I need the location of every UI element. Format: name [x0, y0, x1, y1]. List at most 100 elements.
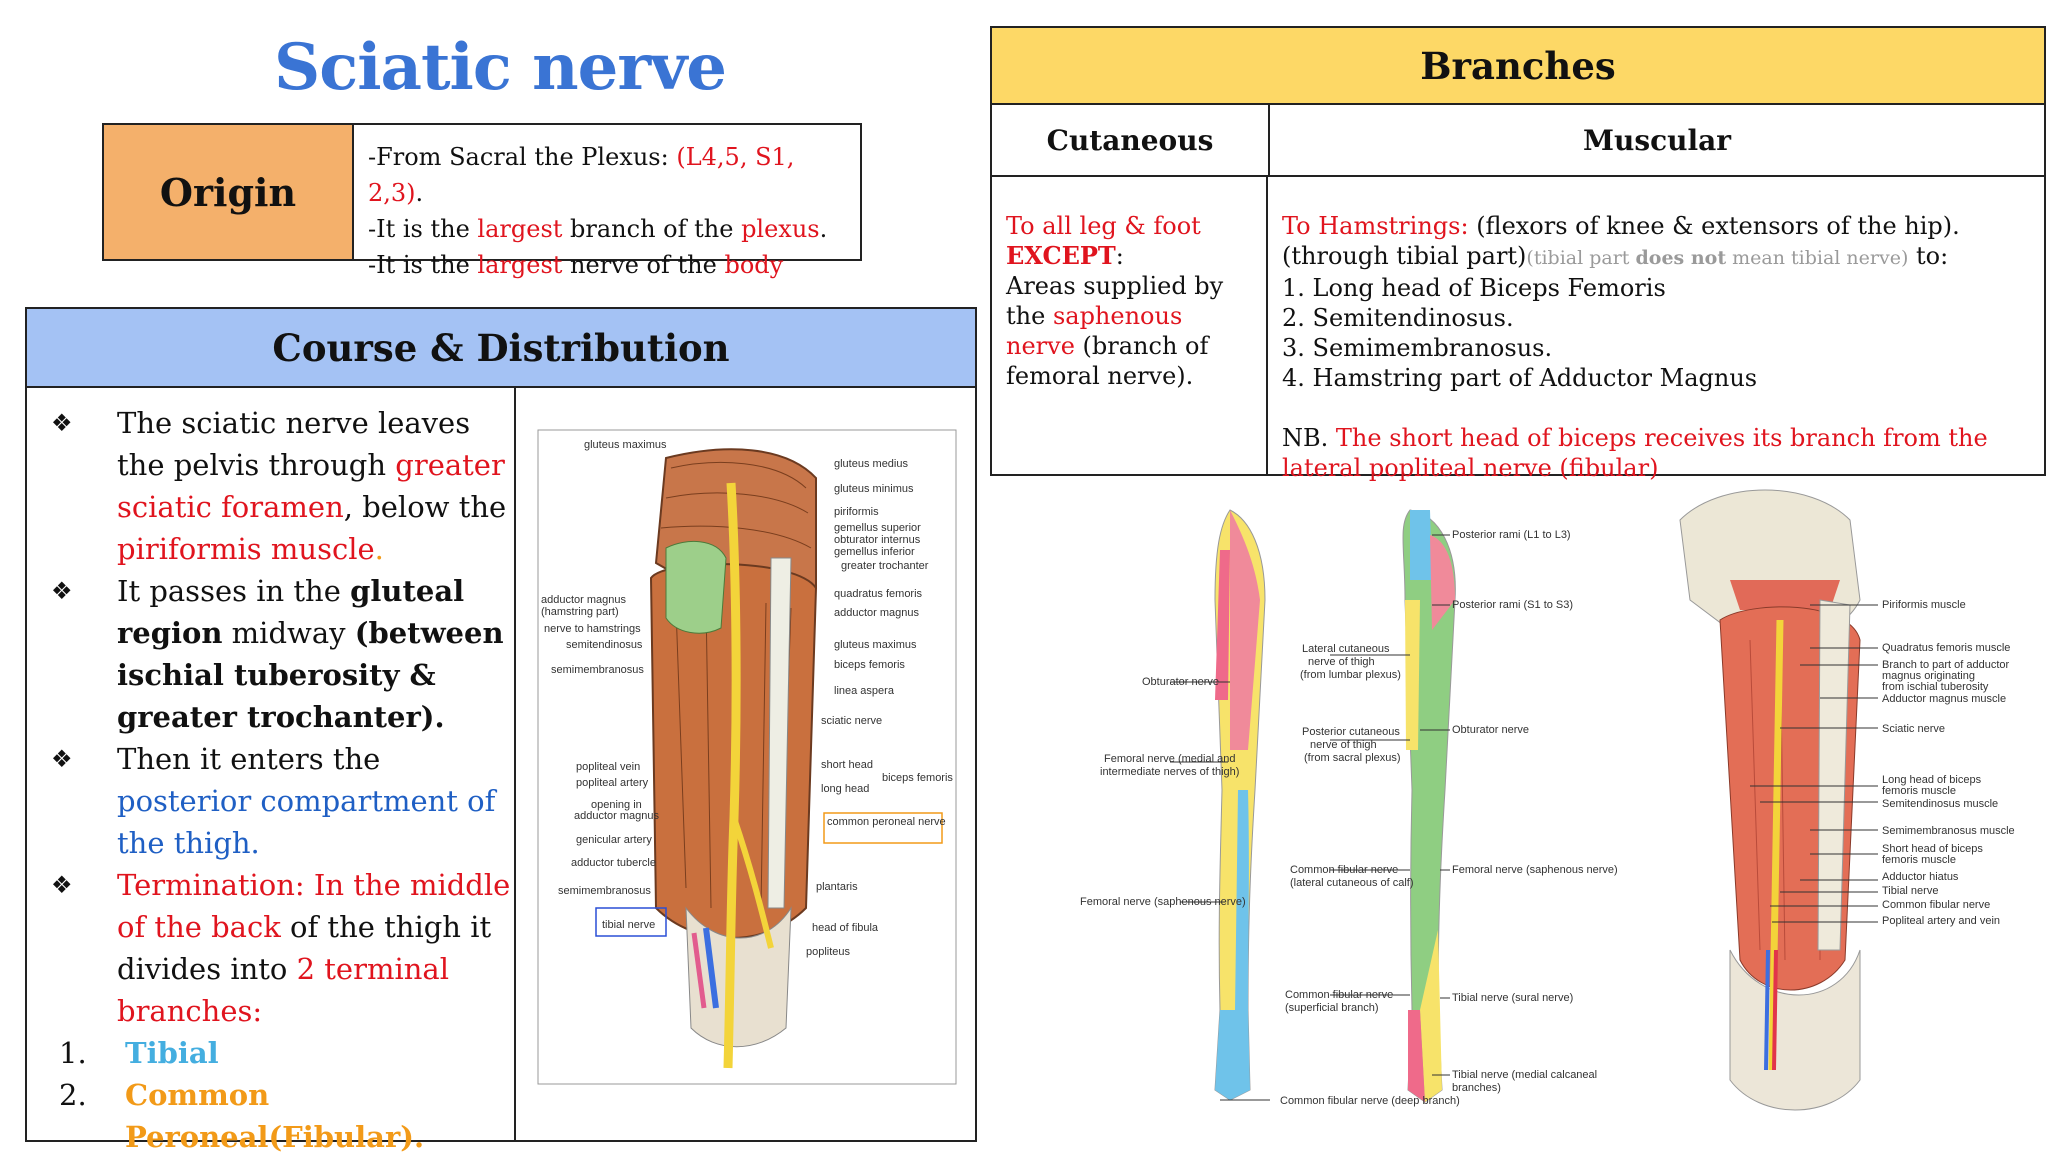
svg-text:(from sacral plexus): (from sacral plexus)	[1304, 752, 1401, 764]
branches-heading: Branches	[992, 28, 2044, 105]
svg-text:Femoral nerve (saphenous nerve: Femoral nerve (saphenous nerve)	[1080, 896, 1246, 908]
cutaneous-cell: To all leg & foot EXCEPT: Areas supplied…	[992, 177, 1268, 474]
svg-text:Common fibular nerve: Common fibular nerve	[1882, 899, 1990, 911]
svg-text:semimembranosus: semimembranosus	[551, 664, 644, 676]
svg-text:head of fibula: head of fibula	[812, 922, 879, 934]
diamond-bullet-icon: ❖	[51, 577, 73, 605]
svg-text:Popliteal artery and vein: Popliteal artery and vein	[1882, 915, 2000, 927]
terminal-branch-1: 1.Tibial	[59, 1036, 219, 1070]
svg-text:Femoral nerve (medial and: Femoral nerve (medial and	[1104, 753, 1235, 765]
svg-text:nerve to hamstrings: nerve to hamstrings	[544, 623, 641, 635]
svg-text:(lateral cutaneous of calf): (lateral cutaneous of calf)	[1290, 877, 1414, 889]
svg-text:popliteal artery: popliteal artery	[576, 777, 649, 789]
posterior-thigh-illustration: gluteus maximus adductor magnus (hamstri…	[537, 429, 957, 1085]
svg-text:quadratus femoris: quadratus femoris	[834, 588, 923, 600]
svg-text:Semimembranosus muscle: Semimembranosus muscle	[1882, 825, 2015, 837]
svg-text:gemellus inferior: gemellus inferior	[834, 546, 915, 558]
svg-text:(hamstring part): (hamstring part)	[541, 606, 619, 618]
svg-text:Obturator nerve: Obturator nerve	[1452, 724, 1529, 736]
diamond-bullet-icon: ❖	[51, 871, 73, 899]
origin-line-3: -It is the largest nerve of the body	[368, 251, 784, 279]
course-text-column: ❖ The sciatic nerve leaves the pelvis th…	[27, 388, 516, 1154]
svg-text:Long head of biceps: Long head of biceps	[1882, 774, 1982, 786]
origin-text: -From Sacral the Plexus: (L4,5, S1, 2,3)…	[354, 125, 860, 279]
course-figure-column: gluteus maximus adductor magnus (hamstri…	[516, 388, 975, 1140]
svg-text:greater trochanter: greater trochanter	[841, 560, 929, 572]
svg-text:Piriformis muscle: Piriformis muscle	[1882, 599, 1966, 611]
cutaneous-header: Cutaneous	[992, 105, 1270, 175]
svg-text:Common fibular nerve (deep bra: Common fibular nerve (deep branch)	[1280, 1095, 1460, 1107]
svg-text:adductor magnus: adductor magnus	[574, 810, 659, 822]
svg-text:magnus originating: magnus originating	[1882, 670, 1975, 682]
svg-text:intermediate nerves of thigh): intermediate nerves of thigh)	[1100, 766, 1239, 778]
svg-text:popliteal vein: popliteal vein	[576, 761, 640, 773]
svg-text:Tibial nerve: Tibial nerve	[1882, 885, 1938, 897]
svg-text:long head: long head	[821, 783, 869, 795]
course-distribution-box: Course & Distribution ❖ The sciatic nerv…	[25, 307, 977, 1154]
svg-text:opening in: opening in	[591, 799, 642, 811]
svg-text:linea aspera: linea aspera	[834, 685, 895, 697]
svg-text:Quadratus femoris muscle: Quadratus femoris muscle	[1882, 642, 2010, 654]
svg-text:adductor magnus: adductor magnus	[541, 594, 626, 606]
svg-text:gluteus minimus: gluteus minimus	[834, 483, 914, 495]
svg-text:femoris muscle: femoris muscle	[1882, 785, 1956, 797]
svg-text:Sciatic nerve: Sciatic nerve	[1882, 723, 1945, 735]
svg-text:plantaris: plantaris	[816, 881, 858, 893]
svg-text:genicular artery: genicular artery	[576, 834, 652, 846]
svg-text:gluteus maximus: gluteus maximus	[584, 439, 667, 451]
svg-text:(from lumbar plexus): (from lumbar plexus)	[1300, 669, 1401, 681]
svg-text:Branch to part of adductor: Branch to part of adductor	[1882, 659, 2010, 671]
muscular-cell: To Hamstrings: (flexors of knee & extens…	[1282, 212, 1988, 482]
branches-body: To all leg & foot EXCEPT: Areas supplied…	[992, 177, 2044, 482]
svg-text:(superficial branch): (superficial branch)	[1285, 1002, 1379, 1014]
svg-text:Adductor magnus muscle: Adductor magnus muscle	[1882, 693, 2006, 705]
svg-text:Posterior cutaneous: Posterior cutaneous	[1302, 726, 1400, 738]
terminal-branch-2: 2.Common Peroneal(Fibular).	[59, 1078, 425, 1154]
svg-text:gluteus maximus: gluteus maximus	[834, 639, 917, 651]
origin-line-2: -It is the largest branch of the plexus.	[368, 215, 828, 243]
svg-text:biceps femoris: biceps femoris	[834, 659, 905, 671]
muscular-header: Muscular	[1582, 123, 1732, 157]
svg-text:nerve of thigh: nerve of thigh	[1308, 656, 1375, 668]
course-bullet-4: ❖ Termination: In the middle of the back…	[27, 864, 514, 1032]
svg-text:tibial nerve: tibial nerve	[602, 919, 655, 931]
svg-text:piriformis: piriformis	[834, 506, 879, 518]
svg-text:gemellus superior: gemellus superior	[834, 522, 921, 534]
posterior-hamstring-illustration: Piriformis muscle Quadratus femoris musc…	[1679, 489, 2015, 1111]
svg-text:popliteus: popliteus	[806, 946, 851, 958]
svg-text:Posterior rami (L1 to L3): Posterior rami (L1 to L3)	[1452, 529, 1571, 541]
svg-text:Tibial nerve (sural nerve): Tibial nerve (sural nerve)	[1452, 992, 1573, 1004]
svg-text:obturator internus: obturator internus	[834, 534, 921, 546]
svg-text:Short head of biceps: Short head of biceps	[1882, 843, 1983, 855]
svg-text:Tibial nerve (medial calcaneal: Tibial nerve (medial calcaneal	[1452, 1069, 1597, 1081]
branches-table: Branches Cutaneous Muscular To all leg &…	[990, 26, 2046, 482]
svg-text:Common fibular nerve: Common fibular nerve	[1285, 989, 1393, 1001]
course-bullet-2: ❖ It passes in the gluteal region midway…	[27, 570, 514, 738]
svg-text:femoris muscle: femoris muscle	[1882, 854, 1956, 866]
origin-table: Origin -From Sacral the Plexus: (L4,5, S…	[102, 123, 862, 279]
diamond-bullet-icon: ❖	[51, 745, 73, 773]
svg-text:branches): branches)	[1452, 1082, 1501, 1094]
svg-text:Adductor hiatus: Adductor hiatus	[1882, 871, 1959, 883]
svg-text:semitendinosus: semitendinosus	[566, 639, 643, 651]
svg-text:adductor magnus: adductor magnus	[834, 607, 919, 619]
origin-line-1: -From Sacral the Plexus: (L4,5, S1, 2,3)…	[368, 143, 795, 207]
svg-text:short head: short head	[821, 759, 873, 771]
svg-text:nerve of thigh: nerve of thigh	[1310, 739, 1377, 751]
svg-text:Common fibular nerve: Common fibular nerve	[1290, 864, 1398, 876]
origin-label: Origin	[104, 125, 354, 259]
course-bullet-1: ❖ The sciatic nerve leaves the pelvis th…	[27, 402, 514, 570]
branches-subheader: Cutaneous Muscular	[992, 105, 2044, 177]
svg-text:semimembranosus: semimembranosus	[558, 885, 651, 897]
svg-text:sciatic nerve: sciatic nerve	[821, 715, 882, 727]
svg-text:Obturator nerve: Obturator nerve	[1142, 676, 1219, 688]
diamond-bullet-icon: ❖	[51, 409, 73, 437]
svg-text:common peroneal nerve: common peroneal nerve	[827, 816, 946, 828]
svg-text:from ischial tuberosity: from ischial tuberosity	[1882, 681, 1989, 693]
svg-text:Lateral cutaneous: Lateral cutaneous	[1302, 643, 1390, 655]
course-bullet-3: ❖ Then it enters the posterior compartme…	[27, 738, 514, 864]
svg-text:Femoral nerve (saphenous nerve: Femoral nerve (saphenous nerve)	[1452, 864, 1618, 876]
svg-text:biceps femoris: biceps femoris	[882, 772, 953, 784]
course-heading: Course & Distribution	[27, 309, 975, 388]
svg-text:Semitendinosus muscle: Semitendinosus muscle	[1882, 798, 1998, 810]
